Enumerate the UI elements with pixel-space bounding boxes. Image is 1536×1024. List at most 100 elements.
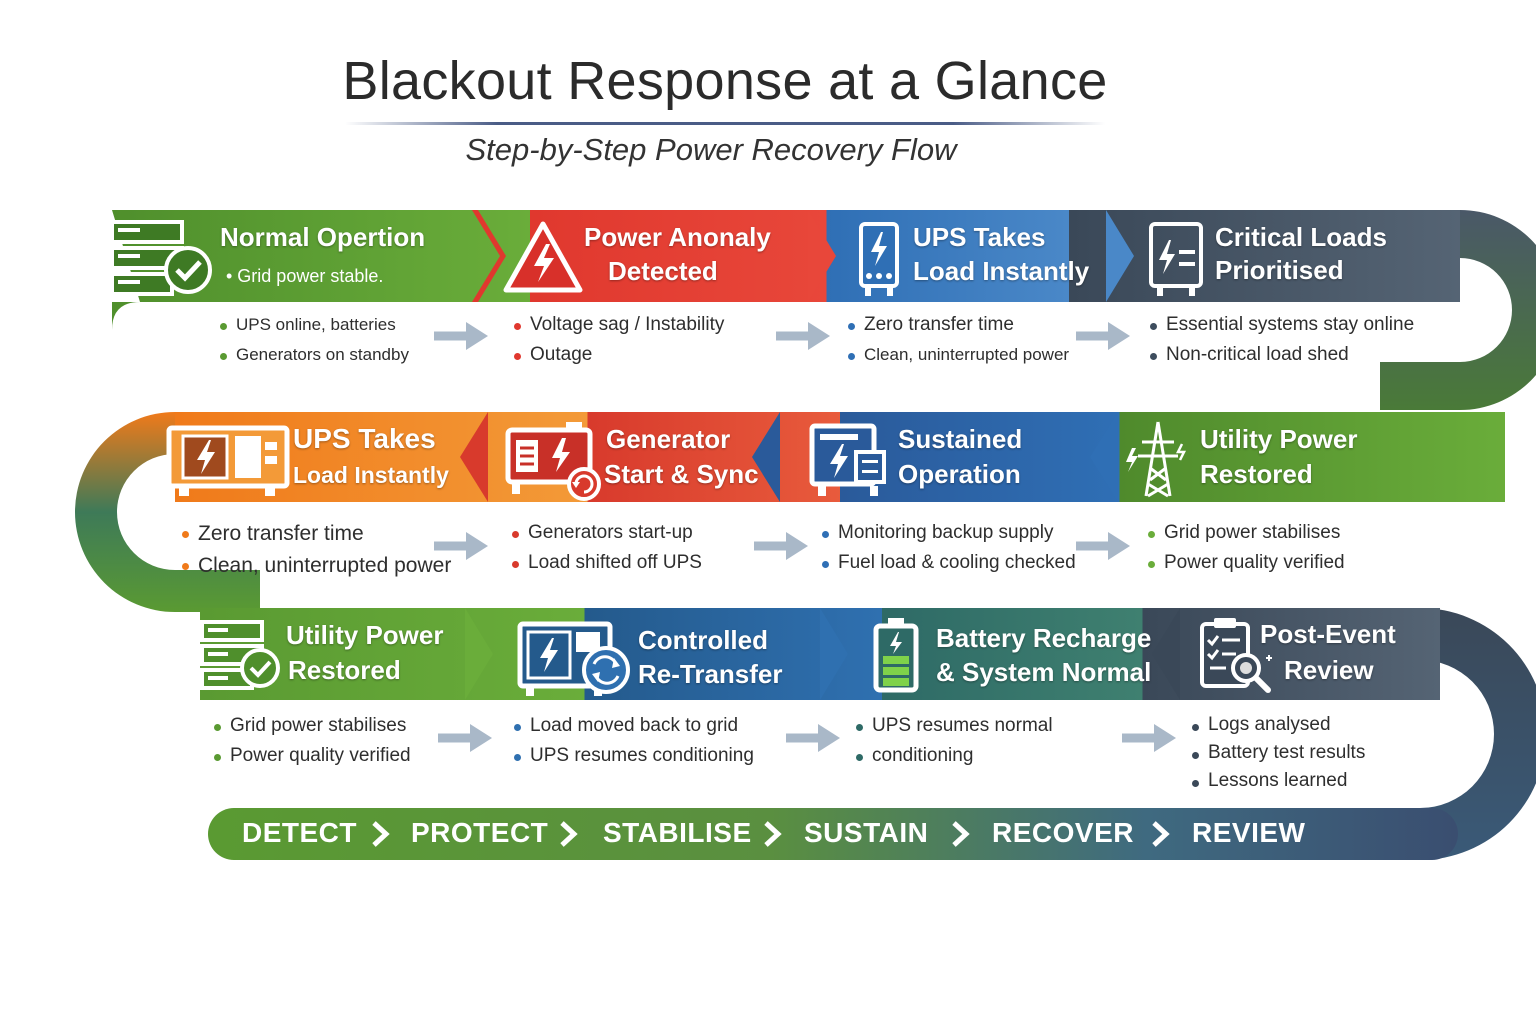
list-item: Grid power stabilises: [1146, 518, 1345, 548]
generator-sync-icon: [505, 422, 601, 501]
step-title: Critical Loads: [1215, 222, 1387, 252]
step-battery-recharge: Battery Recharge & System Normal: [868, 608, 1158, 700]
server-check-icon: [110, 220, 212, 296]
list-item: Essential systems stay online: [1148, 310, 1414, 340]
power-panel-icon: [809, 423, 886, 496]
ribbon-loop-right-upper: [1380, 210, 1536, 410]
phase-sustain: SUSTAIN: [804, 817, 929, 848]
step-controlled-retransfer: Controlled Re-Transfer: [514, 608, 814, 700]
step-bullets-post-event-review: Logs analysed Battery test results Lesso…: [1190, 711, 1365, 795]
step-title: Sustained: [898, 424, 1023, 454]
ups-battery-icon: [859, 222, 899, 296]
flow-arrow-icon: [786, 724, 840, 752]
list-item: Zero transfer time: [180, 518, 451, 550]
list-item: Generators on standby: [218, 340, 409, 370]
ribbon-loop-left: [75, 412, 260, 612]
step-title: UPS Takes: [293, 423, 436, 454]
flow-arrow-icon: [776, 322, 830, 350]
transfer-switch-icon: [517, 621, 630, 696]
step-ups-takes-load-1: UPS Takes Load Instantly: [855, 210, 1115, 302]
step-title: UPS Takes: [913, 222, 1046, 252]
chevron-right-icon: [560, 821, 578, 847]
step-title: Utility Power: [1200, 424, 1358, 454]
ups-cabinet-icon: [166, 425, 290, 496]
flow-arrow-icon: [434, 532, 488, 560]
step-title-line-2: Re-Transfer: [638, 659, 783, 689]
list-item: Zero transfer time: [846, 310, 1069, 340]
step-title-line-2: & System Normal: [936, 657, 1152, 687]
step-subtitle: • Grid power stable.: [226, 266, 384, 286]
flow-arrow-icon: [1122, 724, 1176, 752]
step-critical-loads: Critical Loads Prioritised: [1145, 210, 1445, 302]
list-item: Monitoring backup supply: [820, 518, 1076, 548]
step-bullets-generator-start-sync: Generators start-up Load shifted off UPS: [510, 518, 702, 578]
list-item: Voltage sag / Instability: [512, 310, 724, 340]
title-underline: [345, 122, 1105, 125]
step-bullets-utility-power-restored-1: Grid power stabilises Power quality veri…: [1146, 518, 1345, 578]
step-title-line-2: Review: [1284, 655, 1374, 685]
list-item: Lessons learned: [1190, 767, 1365, 795]
list-item: Load moved back to grid: [512, 711, 754, 741]
step-title-line-2: Load Instantly: [293, 462, 449, 488]
step-bullets-normal-operation: UPS online, batteries Generators on stan…: [218, 310, 409, 370]
step-title-line-2: Prioritised: [1215, 255, 1344, 285]
chevron-right-icon: [372, 821, 390, 847]
page-subtitle: Step-by-Step Power Recovery Flow: [465, 132, 957, 167]
list-item: Fuel load & cooling checked: [820, 548, 1076, 578]
step-power-anomaly: Power Anonaly Detected: [500, 210, 810, 302]
step-title-line-2: Restored: [1200, 459, 1313, 489]
step-bullets-ups-takes-load-2: Zero transfer time Clean, uninterrupted …: [180, 518, 451, 582]
list-item: UPS resumes conditioning: [512, 741, 754, 771]
list-item: Generators start-up: [510, 518, 702, 548]
battery-charging-icon: [873, 618, 919, 693]
step-title: Generator: [606, 424, 731, 454]
page-title: Blackout Response at a Glance: [342, 51, 1108, 111]
step-title: Battery Recharge: [936, 623, 1152, 653]
cabinet-bolt-icon: [1149, 222, 1203, 296]
list-item: UPS resumes normal: [854, 711, 1053, 741]
phase-review: REVIEW: [1192, 817, 1306, 848]
flow-arrow-icon: [434, 322, 488, 350]
server-check-icon: [200, 620, 280, 690]
step-post-event-review: Post-Event Review: [1196, 608, 1436, 700]
chevron-right-icon: [764, 821, 782, 847]
list-item: Grid power stabilises: [212, 711, 411, 741]
clipboard-search-icon: [1200, 618, 1272, 693]
step-bullets-utility-power-restored-2: Grid power stabilises Power quality veri…: [212, 711, 411, 771]
step-title: Normal Opertion: [220, 222, 426, 252]
step-bullets-critical-loads: Essential systems stay online Non-critic…: [1148, 310, 1414, 370]
list-item: Clean, uninterrupted power: [846, 340, 1069, 370]
transmission-tower-icon: [1126, 421, 1187, 498]
flow-arrow-icon: [438, 724, 492, 752]
step-title: Power Anonaly: [584, 222, 771, 252]
step-bullets-sustained-operation: Monitoring backup supply Fuel load & coo…: [820, 518, 1076, 578]
step-title-line-2: Load Instantly: [913, 256, 1090, 286]
chevron-right-icon: [1152, 821, 1170, 847]
step-bullets-battery-recharge: UPS resumes normal conditioning: [854, 711, 1053, 771]
chevron-right-icon: [952, 821, 970, 847]
step-utility-power-restored-1: Utility Power Restored: [1122, 412, 1392, 504]
step-title-line-2: Operation: [898, 459, 1021, 489]
step-bullets-controlled-retransfer: Load moved back to grid UPS resumes cond…: [512, 711, 754, 771]
step-title: Controlled: [638, 625, 768, 655]
list-item: Power quality verified: [1146, 548, 1345, 578]
phase-stabilise: STABILISE: [603, 817, 752, 848]
step-ups-takes-load-2: UPS Takes Load Instantly: [165, 412, 475, 504]
flow-arrow-icon: [1076, 322, 1130, 350]
step-title-line-2: Detected: [608, 256, 718, 286]
list-item: conditioning: [854, 741, 1053, 771]
ribbon-chevrons: [460, 210, 1180, 700]
warning-bolt-icon: [503, 221, 583, 293]
list-item: Non-critical load shed: [1148, 340, 1414, 370]
phase-detect: DETECT: [242, 817, 357, 848]
list-item: Clean, uninterrupted power: [180, 550, 451, 582]
step-generator-start-sync: Generator Start & Sync: [502, 412, 772, 504]
phase-recover: RECOVER: [992, 817, 1134, 848]
flow-arrow-icon: [1076, 532, 1130, 560]
list-item: Logs analysed: [1190, 711, 1365, 739]
ribbon-loop-right-lower: [1300, 608, 1536, 860]
list-item: Power quality verified: [212, 741, 411, 771]
list-item: Load shifted off UPS: [510, 548, 702, 578]
